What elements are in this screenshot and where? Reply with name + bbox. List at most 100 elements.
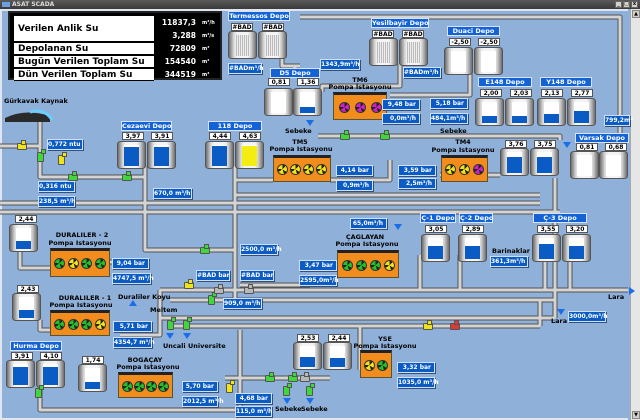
valve-icon[interactable] (244, 284, 254, 294)
tm4-pump-station[interactable] (441, 155, 488, 182)
pump-icon[interactable] (81, 318, 93, 330)
valve-icon[interactable] (35, 385, 44, 398)
valve-icon[interactable] (265, 372, 275, 382)
pump-icon[interactable] (354, 101, 366, 113)
bogacay-subtitle: Pompa Istasyonu (116, 363, 180, 371)
valve-icon[interactable] (226, 380, 235, 393)
scroll-up-arrow[interactable]: ▲ (632, 10, 640, 18)
varsak-depo-label[interactable]: Varsak Depo (575, 133, 629, 143)
pump-icon[interactable] (377, 359, 388, 371)
y148-depo-label[interactable]: Y148 Depo (540, 77, 592, 87)
tank-level-value: 3,75 (534, 140, 556, 148)
pump-icon[interactable] (355, 259, 367, 271)
valve-icon[interactable] (184, 279, 194, 289)
minimize-button[interactable]: _ (615, 1, 622, 8)
tank-level-value: -2,50 (478, 38, 500, 46)
bogacay-pump-station[interactable] (118, 372, 173, 398)
valve-icon[interactable] (183, 317, 192, 330)
tank (293, 88, 322, 116)
tank (567, 98, 596, 126)
caglayan-pump-station[interactable] (337, 250, 399, 278)
valve-icon[interactable] (423, 320, 433, 330)
valve-icon[interactable] (167, 317, 176, 330)
down-arrow-icon (557, 309, 565, 315)
valve-icon[interactable] (58, 152, 67, 165)
pump-icon[interactable] (341, 259, 353, 271)
maximize-button[interactable]: □ (623, 1, 630, 8)
tank-level-value: 4,63 (239, 132, 261, 140)
pump-icon[interactable] (290, 164, 301, 175)
valve-icon[interactable] (288, 372, 298, 382)
down-arrow-icon (183, 333, 191, 339)
pump-icon[interactable] (277, 164, 288, 175)
caglayan-pressure-readout: 3,47 bar (299, 260, 337, 271)
close-button[interactable]: x (631, 1, 638, 8)
pump-icon[interactable] (94, 318, 106, 330)
pump-icon[interactable] (133, 380, 145, 392)
valve-icon[interactable] (214, 284, 224, 294)
valve-icon[interactable] (380, 130, 390, 140)
valve-icon[interactable] (306, 383, 315, 396)
valve-icon[interactable] (450, 320, 460, 330)
duaci-depo-label[interactable]: Duaci Depo (447, 26, 500, 36)
tank-level-value: #BAD (262, 23, 284, 31)
vertical-scrollbar[interactable]: ▲▼ (630, 9, 640, 420)
pump-icon[interactable] (121, 380, 133, 392)
pump-icon[interactable] (364, 359, 375, 371)
pump-icon[interactable] (54, 258, 66, 269)
valve-icon[interactable] (200, 244, 210, 254)
right-arrow-icon (629, 287, 635, 295)
tm6-pump-station[interactable] (333, 92, 387, 120)
pump-icon[interactable] (338, 101, 350, 113)
pump-icon[interactable] (67, 318, 79, 330)
c3-depo-label[interactable]: Ç-3 Depo (533, 213, 587, 223)
valve-icon[interactable] (340, 130, 350, 140)
tank-level-value: 4,10 (40, 352, 62, 360)
tank (474, 47, 503, 75)
tank-level-value: 2,43 (17, 285, 39, 293)
pump-icon[interactable] (54, 318, 66, 330)
barinaklar-label: Barinaklar (492, 247, 530, 255)
termessos-flow-readout: #BADm³/h (228, 63, 264, 74)
yesilbayir-depo-label[interactable]: Yesilbayir Depo (371, 18, 429, 28)
pump-icon[interactable] (158, 380, 170, 392)
pump-icon[interactable] (369, 259, 381, 271)
tm5-pump-station[interactable] (273, 155, 331, 182)
valve-icon[interactable] (300, 372, 310, 382)
valve-icon[interactable] (283, 383, 292, 396)
pump-icon[interactable] (81, 258, 93, 269)
pump-icon[interactable] (472, 164, 484, 175)
valve-icon[interactable] (208, 292, 217, 305)
valve-icon[interactable] (17, 140, 27, 150)
bogacay-flow-readout: 2012,5 m³/h (182, 396, 224, 407)
cezaevi-depo-label[interactable]: Cezaevi Depo (121, 121, 172, 131)
pump-icon[interactable] (94, 258, 106, 269)
c1-depo-label[interactable]: Ç-1 Depo (420, 213, 456, 223)
pump-icon[interactable] (303, 164, 314, 175)
pump-icon[interactable] (383, 259, 395, 271)
pump-icon[interactable] (316, 164, 327, 175)
lara-label: Lara (551, 317, 568, 325)
pump-icon[interactable] (458, 164, 470, 175)
duraliler1-pump-station[interactable] (50, 310, 110, 336)
pump-icon[interactable] (67, 258, 79, 269)
d5-depo-label[interactable]: D5 Depo (270, 68, 320, 78)
yse-pump-station[interactable] (360, 350, 392, 378)
duraliler1-title: DURALILER - 1 (58, 294, 112, 302)
pump-icon[interactable] (370, 101, 382, 113)
duraliler2-pump-station[interactable] (50, 248, 110, 277)
valve-icon[interactable] (68, 171, 78, 181)
e148-depo-label[interactable]: E148 Depo (478, 77, 532, 87)
termessos-depo-label[interactable]: Termessos Depo (228, 11, 290, 21)
valve-icon[interactable] (37, 149, 46, 162)
scroll-down-arrow[interactable]: ▼ (632, 411, 640, 419)
d118-depo-label[interactable]: 118 Depo (208, 121, 262, 131)
c2-depo-label[interactable]: Ç-2 Depo (459, 213, 494, 223)
pump-icon[interactable] (445, 164, 457, 175)
valve-icon[interactable] (122, 171, 132, 181)
down-arrow-icon (166, 333, 174, 339)
bad-bar-readout-2: #BAD bar (240, 270, 274, 281)
hurma-depo-label[interactable]: Hurma Depo (10, 341, 62, 351)
pump-icon[interactable] (146, 380, 158, 392)
